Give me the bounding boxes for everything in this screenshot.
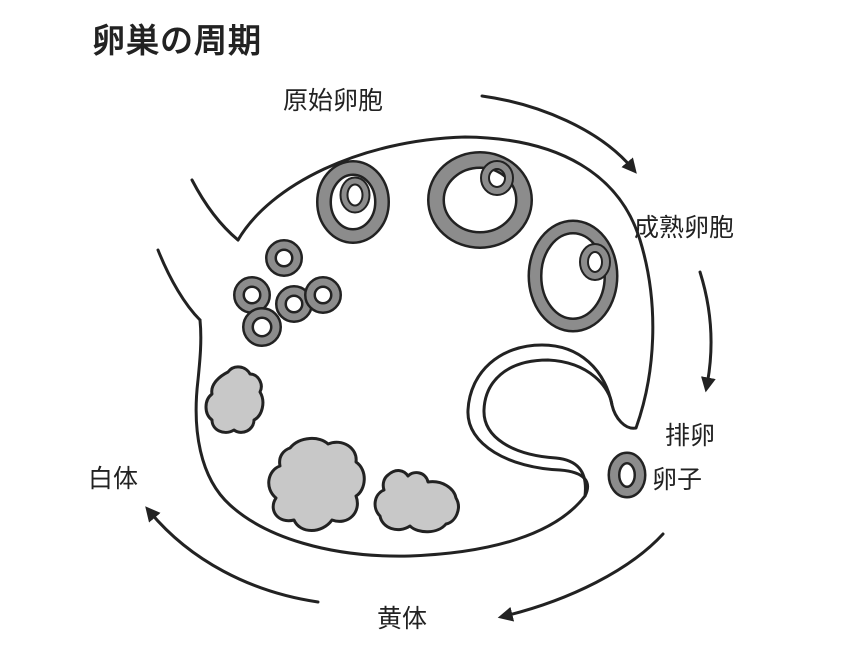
label-primordial-follicle: 原始卵胞 bbox=[283, 88, 383, 113]
arrow-corpus-luteum-to-corpus-albicans bbox=[150, 512, 318, 602]
label-egg: 卵子 bbox=[652, 467, 702, 492]
label-corpus-luteum: 黄体 bbox=[377, 606, 427, 631]
ovary-ligament-lower bbox=[158, 250, 200, 320]
mature-follicle bbox=[535, 227, 611, 325]
rupture-channel bbox=[484, 360, 612, 496]
label-corpus-albicans: 白体 bbox=[88, 466, 138, 491]
ovary-ligament-upper bbox=[192, 180, 238, 240]
primordial-follicles bbox=[239, 245, 336, 341]
corpus-albicans-shape bbox=[206, 367, 263, 432]
growing-follicle bbox=[324, 168, 382, 236]
corpus-luteum-shape bbox=[269, 438, 365, 530]
released-egg bbox=[614, 458, 640, 492]
corpus-luteum-shape bbox=[375, 471, 458, 532]
diagram-title: 卵巣の周期 bbox=[92, 24, 262, 57]
label-ovulation: 排卵 bbox=[665, 423, 715, 448]
label-mature-follicle: 成熟卵胞 bbox=[634, 215, 734, 240]
antral-follicle bbox=[436, 160, 524, 240]
arrow-mature-to-ovulation bbox=[700, 272, 711, 385]
arrow-ovulation-to-corpus-luteum bbox=[505, 534, 663, 616]
